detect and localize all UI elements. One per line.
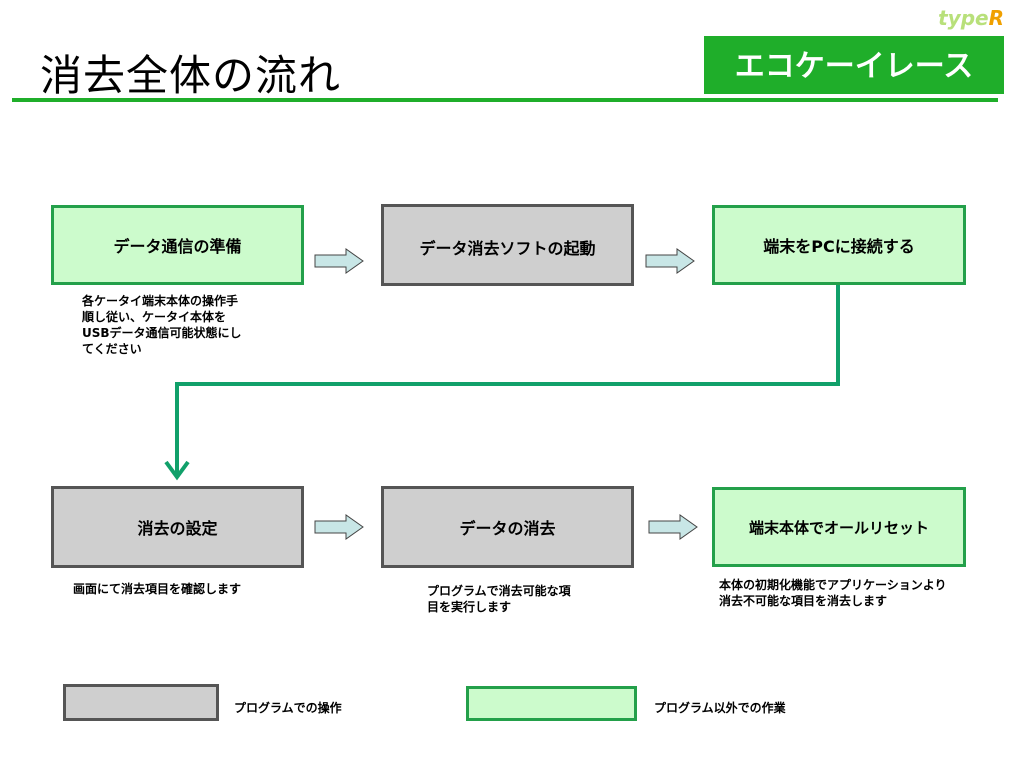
legend-swatch-manual	[466, 686, 637, 721]
note-line: てください	[82, 342, 142, 356]
step-label: 端末本体でオールリセット	[748, 518, 929, 537]
step-note: プログラムで消去可能な項 目を実行します	[427, 583, 571, 615]
step-connect-pc: 端末をPCに接続する	[712, 205, 966, 285]
step-note: 画面にて消去項目を確認します	[73, 581, 241, 597]
legend-label-program: プログラムでの操作	[234, 701, 342, 715]
note-line: 順し従い、ケータイ本体を	[82, 310, 227, 324]
step-label: データの消去	[459, 519, 556, 538]
step-label: データ通信の準備	[113, 237, 242, 256]
note-line: 本体の初期化機能でアプリケーションより	[719, 578, 947, 592]
step-erase-settings: 消去の設定	[51, 486, 304, 568]
step-label: データ消去ソフトの起動	[419, 239, 596, 258]
flow-arrow-4	[648, 514, 698, 540]
brand-logo-graphic: エコケーイレース	[735, 49, 974, 84]
note-line: プログラムで消去可能な項	[427, 584, 571, 598]
note-line: 目を実行します	[427, 600, 512, 614]
step-note: 各ケータイ端末本体の操作手 順し従い、ケータイ本体を USBデータ通信可能状態に…	[82, 293, 242, 357]
step-label: 消去の設定	[137, 519, 218, 538]
step-data-comm-prep: データ通信の準備	[51, 205, 304, 285]
brand-name: エコケーイレース	[735, 49, 974, 84]
note-line: 消去不可能な項目を消去します	[719, 594, 888, 608]
page-title: 消去全体の流れ	[40, 51, 342, 100]
step-all-reset: 端末本体でオールリセット	[712, 487, 966, 567]
row-connector	[164, 285, 840, 481]
brand-badge-accent: R	[988, 6, 1004, 30]
note-line: 画面にて消去項目を確認します	[73, 582, 242, 596]
title-underline	[12, 98, 998, 102]
step-label: 端末をPCに接続する	[763, 237, 915, 256]
brand-logo: エコケーイレース	[704, 36, 1004, 94]
step-erase-data: データの消去	[381, 486, 634, 568]
legend-label-manual: プログラム以外での作業	[654, 701, 786, 715]
flow-arrow-2	[645, 248, 695, 274]
legend-swatch-program	[63, 684, 219, 721]
note-line: 各ケータイ端末本体の操作手	[82, 294, 239, 308]
connector-arrowhead-icon	[164, 460, 190, 481]
step-note: 本体の初期化機能でアプリケーションより 消去不可能な項目を消去します	[719, 577, 947, 609]
step-launch-software: データ消去ソフトの起動	[381, 204, 634, 286]
brand-badge: typeR	[938, 6, 1004, 30]
brand-badge-text: type	[938, 6, 989, 30]
note-line: USBデータ通信可能状態にし	[82, 326, 242, 340]
flow-arrow-1	[314, 248, 364, 274]
flow-arrow-3	[314, 514, 364, 540]
